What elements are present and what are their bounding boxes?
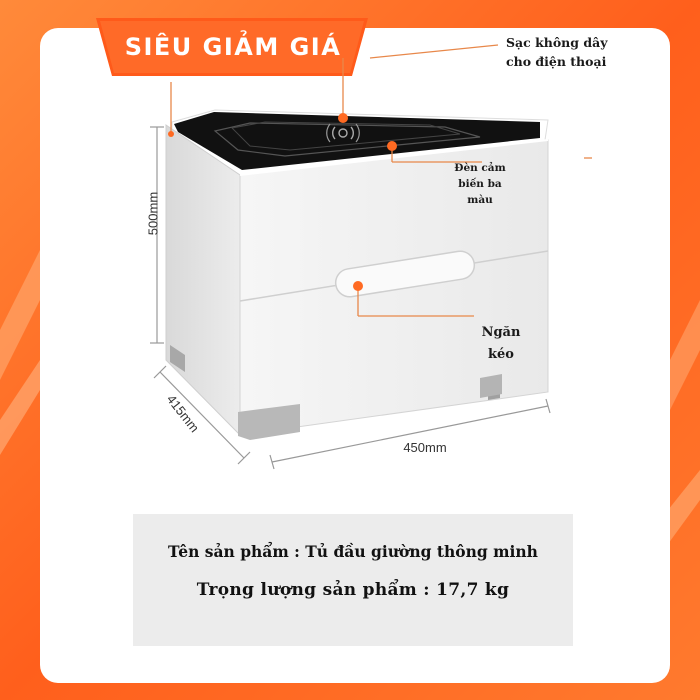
wireless-charging-icon xyxy=(326,123,360,143)
wireless-callout-line2: cho điện thoại xyxy=(506,54,607,69)
drawer-callout-line2: kéo xyxy=(488,347,514,362)
product-name-line: Tên sản phẩm : Tủ đầu giường thông minh xyxy=(168,542,538,561)
light-callout-line3: màu xyxy=(467,194,493,206)
light-callout-line2: biến ba xyxy=(458,178,502,190)
drawer-callout-line1: Ngăn xyxy=(481,325,521,340)
wireless-callout-line1: Sạc không dây xyxy=(506,35,608,50)
product-info-box: Tên sản phẩm : Tủ đầu giường thông minh … xyxy=(133,514,573,646)
promo-banner-text: SIÊU GIẢM GIÁ xyxy=(124,33,342,61)
promo-banner-shape xyxy=(96,18,368,76)
width-dimension-label: 450mm xyxy=(403,440,447,455)
light-callout-line1: Đèn cảm xyxy=(454,162,506,174)
wireless-charging-callout: Sạc không dây cho điện thoại xyxy=(506,33,607,71)
product-weight-line: Trọng lượng sản phẩm : 17,7 kg xyxy=(196,580,510,600)
sensor-light-callout: Đèn cảm biến ba màu xyxy=(452,160,508,208)
height-dimension-label: 500mm xyxy=(145,191,161,236)
drawer-callout: Ngăn kéo xyxy=(476,322,526,366)
